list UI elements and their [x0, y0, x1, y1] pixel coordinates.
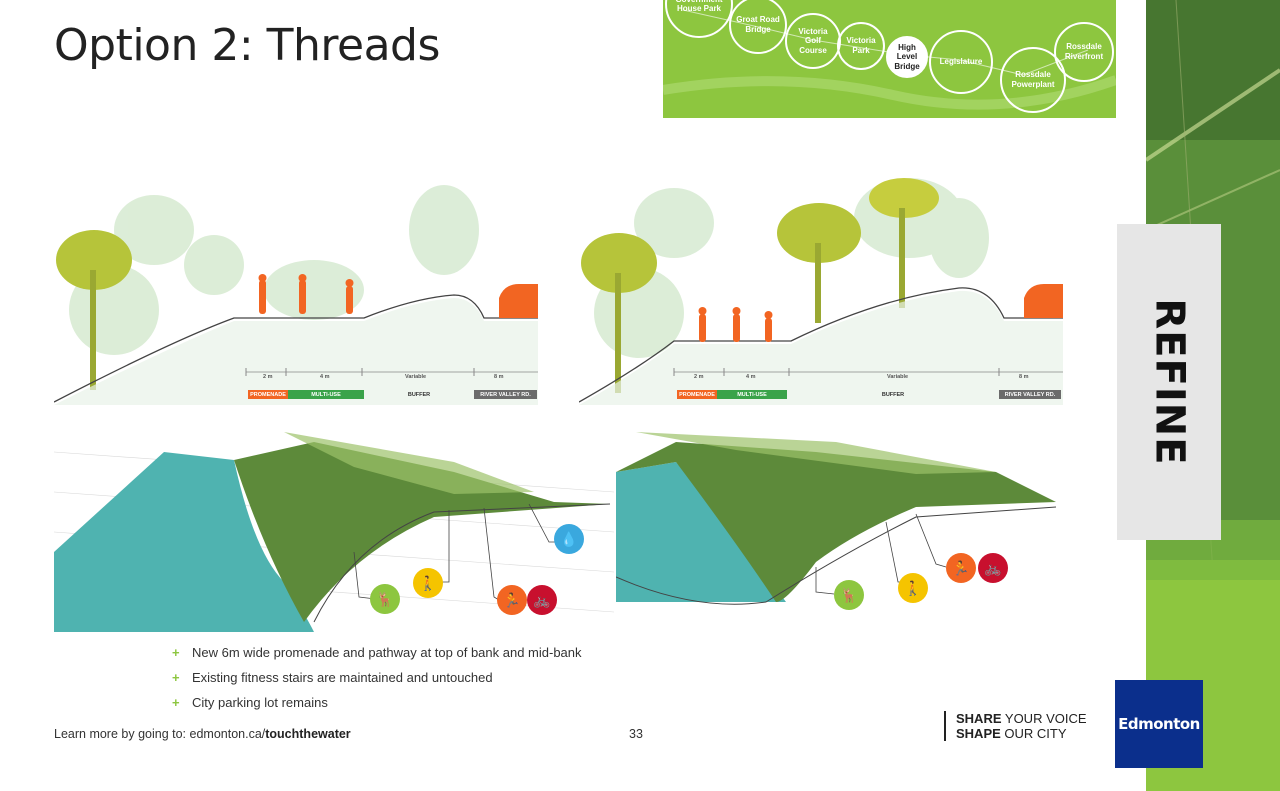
bar-road-right: RIVER VALLEY RD. — [999, 390, 1061, 399]
foreground-trees — [581, 178, 939, 393]
edmonton-logo: Edmonton — [1115, 680, 1203, 768]
bank-vegetation — [616, 442, 1056, 602]
dim-label-left-3: 8 m — [494, 374, 504, 380]
bar-promenade-left: PROMENADE — [248, 390, 288, 399]
share-your-voice-tagline: SHARE YOUR VOICE SHAPE OUR CITY — [944, 711, 1087, 741]
list-item: +New 6m wide promenade and pathway at to… — [172, 645, 582, 660]
dim-label-right-2: Variable — [887, 374, 909, 380]
map-node-rossdale-riverfront[interactable]: Rossdale Riverfront — [1054, 22, 1114, 82]
pedestrian-icon: 🚶 — [898, 573, 928, 603]
bar-buffer-right: BUFFER — [881, 391, 905, 398]
map-node-victoria-park[interactable]: Victoria Park — [837, 22, 885, 70]
plus-icon: + — [172, 645, 180, 660]
dim-label-left-1: 4 m — [320, 374, 330, 380]
list-item: +Existing fitness stairs are maintained … — [172, 670, 493, 685]
page-title: Option 2: Threads — [54, 20, 440, 71]
refine-label: REFINE — [1147, 298, 1194, 466]
pedestrian-icon: 🚶 — [413, 568, 443, 598]
people-figures — [258, 274, 354, 314]
car-shape — [1024, 284, 1063, 318]
cyclist-icon: 🚲 — [527, 585, 557, 615]
refine-label-box — [1117, 224, 1221, 540]
page-number: 33 — [629, 727, 643, 741]
river-water — [54, 452, 314, 632]
bank-vegetation — [234, 442, 610, 622]
foreground-tree — [56, 230, 132, 390]
dim-label-left-2: Variable — [405, 374, 427, 380]
section-diagram-right — [579, 178, 1063, 405]
dim-label-right-1: 4 m — [746, 374, 756, 380]
map-node-victoria-golf-course[interactable]: Victoria Golf Course — [785, 13, 841, 69]
wildlife-icon: 🦌 — [370, 584, 400, 614]
bar-buffer-left: BUFFER — [407, 391, 431, 398]
footer-learn-more: Learn more by going to: edmonton.ca/touc… — [54, 727, 351, 741]
dim-label-right-0: 2 m — [694, 374, 704, 380]
map-node-rossdale-powerplant[interactable]: Rossdale Powerplant — [1000, 47, 1066, 113]
bullet-list: +New 6m wide promenade and pathway at to… — [172, 640, 632, 715]
water-drop-icon: 💧 — [554, 524, 584, 554]
plus-icon: + — [172, 670, 180, 685]
map-node-groat-road-bridge[interactable]: Groat Road Bridge — [729, 0, 787, 54]
perspective-illustration-left — [54, 432, 614, 632]
map-node-high-level-bridge[interactable]: High Level Bridge — [886, 36, 928, 78]
car-shape — [499, 284, 538, 318]
people-figures — [698, 307, 773, 342]
list-item: +City parking lot remains — [172, 695, 328, 710]
footer-link[interactable]: touchthewater — [265, 727, 351, 741]
bar-multi-use-right: MULTI-USE — [717, 390, 787, 399]
section-diagram-left — [54, 185, 538, 405]
dim-label-right-3: 8 m — [1019, 374, 1029, 380]
river-water — [616, 462, 786, 602]
cyclist-icon: 🚲 — [978, 553, 1008, 583]
bar-multi-use-left: MULTI-USE — [288, 390, 364, 399]
plus-icon: + — [172, 695, 180, 710]
perspective-illustration-right — [616, 432, 1057, 605]
dim-label-left-0: 2 m — [263, 374, 273, 380]
bar-promenade-right: PROMENADE — [677, 390, 717, 399]
wildlife-icon: 🦌 — [834, 580, 864, 610]
map-node-legislature[interactable]: Legislature — [929, 30, 993, 94]
runner-icon: 🏃 — [497, 585, 527, 615]
route-map: Government House Park Groat Road Bridge … — [663, 0, 1116, 118]
runner-icon: 🏃 — [946, 553, 976, 583]
bar-road-left: RIVER VALLEY RD. — [474, 390, 537, 399]
